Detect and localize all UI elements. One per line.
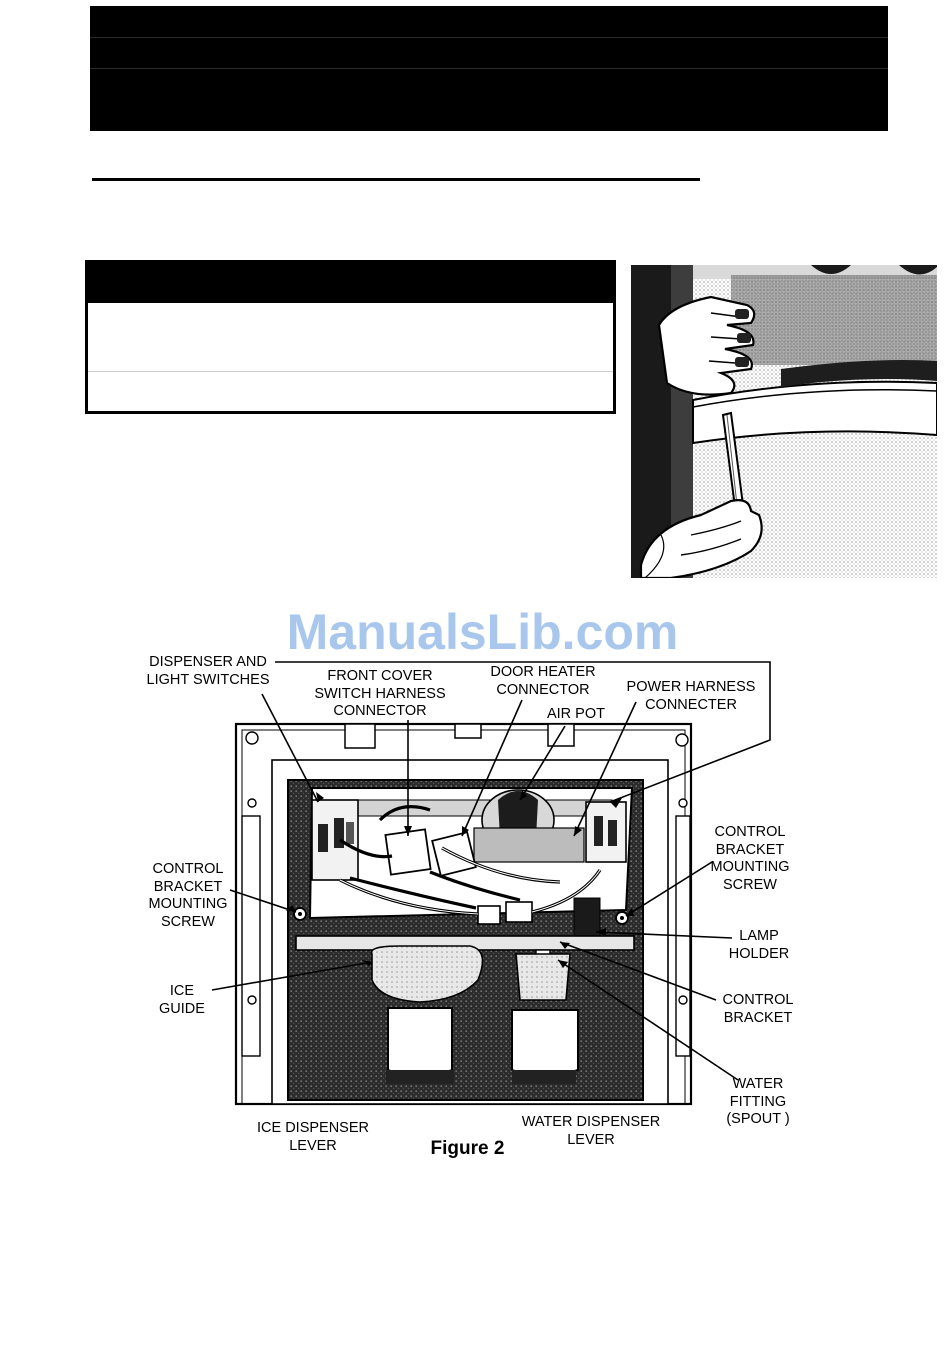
label-power-harness: POWER HARNESS CONNECTER: [626, 679, 756, 713]
label-water-dispenser-lever: WATER DISPENSER LEVER: [521, 1114, 661, 1148]
header-stripe: [90, 37, 888, 38]
label-water-fitting: WATER FITTING (SPOUT ): [726, 1076, 790, 1127]
figure-caption: Figure 2: [430, 1138, 505, 1159]
warning-separator: [88, 371, 613, 372]
label-ice-dispenser-lever: ICE DISPENSER LEVER: [257, 1120, 369, 1154]
warning-box: [85, 260, 616, 414]
label-front-cover-connector: FRONT COVER SWITCH HARNESS CONNECTOR: [314, 668, 446, 719]
header-band: [90, 6, 888, 131]
label-air-pot: AIR POT: [546, 706, 605, 722]
label-dispenser-light-switches: DISPENSER AND LIGHT SWITCHES: [146, 654, 270, 688]
pry-screwdriver-photo: [631, 265, 937, 578]
label-ice-guide: ICE GUIDE: [159, 983, 205, 1017]
label-door-heater-connector: DOOR HEATER CONNECTOR: [490, 664, 596, 698]
section-rule: [92, 178, 700, 181]
watermark: ManualsLib.com: [286, 604, 679, 660]
label-control-bracket-screw-left: CONTROL BRACKET MOUNTING SCREW: [148, 861, 228, 930]
header-stripe: [90, 68, 888, 69]
label-control-bracket-screw-right: CONTROL BRACKET MOUNTING SCREW: [710, 824, 790, 893]
warning-title-bar: [88, 263, 613, 303]
label-lamp-holder: LAMP HOLDER: [728, 928, 790, 962]
dispenser-diagram: [211, 661, 771, 1106]
label-control-bracket: CONTROL BRACKET: [722, 992, 794, 1026]
